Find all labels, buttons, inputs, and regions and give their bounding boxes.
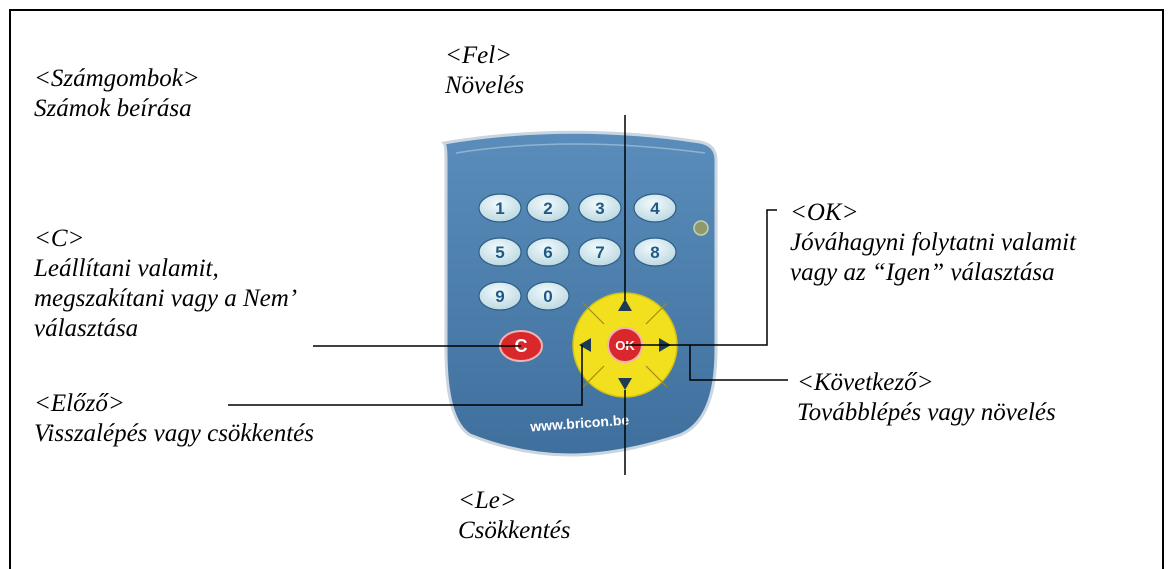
number-key-2[interactable] <box>526 193 570 223</box>
number-key-6[interactable] <box>526 237 570 267</box>
led-indicator <box>693 220 709 236</box>
label-down-desc: Csökkentés <box>458 517 571 544</box>
number-key-label-3: 3 <box>595 199 604 218</box>
down-arrow-icon <box>618 378 632 390</box>
label-clear-line2: megszakítani vagy a Nem’ <box>34 285 298 312</box>
number-key-label-1: 1 <box>495 199 504 218</box>
number-key-9[interactable] <box>478 281 522 311</box>
left-arrow-icon <box>579 338 591 352</box>
number-key-label-4: 4 <box>650 199 660 218</box>
label-number-keys: <Számgombok> Számok beírása <box>34 64 200 124</box>
number-key-8[interactable] <box>633 237 677 267</box>
label-up: <Fel> Növelés <box>445 41 524 101</box>
label-clear-line1: Leállítani valamit, <box>34 255 219 282</box>
label-next: <Következő> Továbblépés vagy növelés <box>797 368 1056 428</box>
brand-url: www.bricon.be <box>529 412 630 435</box>
label-ok: <OK> Jóváhagyni folytatni valamit vagy a… <box>790 198 1076 288</box>
label-next-key: <Következő> <box>797 369 934 396</box>
label-clear-line3: választása <box>34 315 139 342</box>
label-ok-line2: vagy az “Igen” választása <box>790 259 1055 286</box>
number-key-5[interactable] <box>478 237 522 267</box>
label-up-desc: Növelés <box>445 72 525 99</box>
label-down-key: <Le> <box>458 487 517 514</box>
number-key-0[interactable] <box>526 281 570 311</box>
label-clear: <C> Leállítani valamit, megszakítani vag… <box>34 224 297 344</box>
up-arrow-icon <box>618 299 632 311</box>
number-keys: 1 2 3 4 5 6 7 8 9 0 <box>478 193 677 311</box>
label-previous-desc: Visszalépés vagy csökkentés <box>34 420 314 447</box>
number-key-1[interactable] <box>478 193 522 223</box>
label-number-keys-desc: Számok beírása <box>34 95 192 122</box>
label-down: <Le> Csökkentés <box>458 486 570 546</box>
number-key-label-2: 2 <box>543 199 552 218</box>
label-previous: <Előző> Visszalépés vagy csökkentés <box>34 389 314 449</box>
number-key-label-7: 7 <box>595 243 604 262</box>
leader-lines <box>228 115 788 475</box>
number-key-label-9: 9 <box>495 287 504 306</box>
leader-previous <box>228 345 583 406</box>
label-next-desc: Továbblépés vagy növelés <box>797 399 1056 426</box>
number-key-label-0: 0 <box>543 287 552 306</box>
number-key-label-8: 8 <box>650 243 659 262</box>
label-ok-line1: Jóváhagyni folytatni valamit <box>790 229 1077 256</box>
number-key-label-6: 6 <box>543 243 552 262</box>
diagram-frame <box>9 9 1164 569</box>
label-number-keys-key: <Számgombok> <box>34 65 200 92</box>
label-clear-key: <C> <box>34 225 85 252</box>
label-up-key: <Fel> <box>445 42 513 69</box>
number-key-7[interactable] <box>578 237 622 267</box>
leader-ok <box>625 209 777 346</box>
number-key-4[interactable] <box>633 193 677 223</box>
label-ok-key: <OK> <box>790 199 859 226</box>
number-key-3[interactable] <box>578 193 622 223</box>
leader-next <box>689 345 788 381</box>
number-key-label-5: 5 <box>495 243 504 262</box>
label-previous-key: <Előző> <box>34 390 125 417</box>
